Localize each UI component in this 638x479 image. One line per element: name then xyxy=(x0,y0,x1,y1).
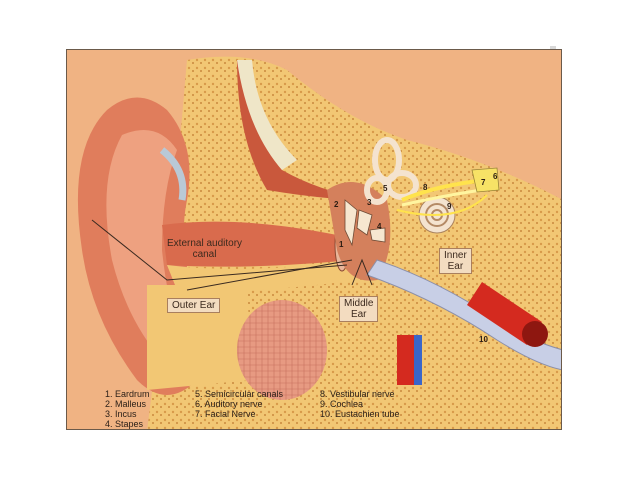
pointer-middle-ear xyxy=(351,258,373,286)
legend-item: 1. Eardrum xyxy=(105,389,150,399)
legend-item: 8. Vestibular nerve xyxy=(320,389,395,399)
label-outer-ear: Outer Ear xyxy=(167,298,221,313)
auricle-cartilage xyxy=(159,147,187,201)
nerve-bundle xyxy=(471,167,500,193)
marker-3: 3 xyxy=(367,198,372,207)
ear-anatomy-illustration xyxy=(67,50,561,429)
artery-lumen xyxy=(522,321,548,347)
marker-10: 10 xyxy=(479,335,488,344)
parotid-gland xyxy=(237,300,327,400)
legend-item: 9. Cochlea xyxy=(320,399,364,409)
marker-6: 6 xyxy=(493,172,498,181)
marker-5: 5 xyxy=(383,184,388,193)
eustachian-tube-shape xyxy=(366,259,561,371)
legend-item: 2. Malleus xyxy=(105,399,147,409)
marker-9: 9 xyxy=(447,202,452,211)
middle-ear-cavity xyxy=(327,182,391,281)
legend-item: 7. Facial Nerve xyxy=(195,409,256,419)
marker-1: 1 xyxy=(339,240,344,249)
pointer-outer-ear xyxy=(91,219,348,281)
incus-shape xyxy=(356,209,373,236)
scalp-fat-layer xyxy=(237,60,297,170)
marker-4: 4 xyxy=(377,222,382,231)
stapes-shape xyxy=(369,227,386,243)
malleus-shape xyxy=(344,199,358,247)
legend-item: 3. Incus xyxy=(105,409,137,419)
marker-8: 8 xyxy=(423,183,428,192)
label-external-canal: External auditory canal xyxy=(167,238,243,260)
label-middle-ear: Middle Ear xyxy=(339,296,379,322)
legend-item: 4. Stapes xyxy=(105,419,144,429)
legend-item: 6. Auditory nerve xyxy=(195,399,263,409)
facial-nerve-shape xyxy=(396,194,488,216)
vein-blue xyxy=(414,335,422,385)
canal-3 xyxy=(364,175,390,205)
pointer-canal xyxy=(186,259,353,291)
jugular-vein xyxy=(397,335,415,385)
legend-column-3: 8. Vestibular nerve 9. Cochlea 10. Eusta… xyxy=(320,389,400,419)
vestibular-nerve-shape xyxy=(401,188,483,207)
ear-anatomy-figure: External auditory canal Outer Ear Middle… xyxy=(66,49,562,430)
legend-item: 10. Eustachien tube xyxy=(320,409,400,419)
legend-column-2: 5. Semicircular canals 6. Auditory nerve… xyxy=(195,389,283,419)
ear-canal xyxy=(162,221,352,267)
legend-column-1: 1. Eardrum 2. Malleus 3. Incus 4. Stapes xyxy=(105,389,150,429)
legend-item: 5. Semicircular canals xyxy=(195,389,284,399)
marker-7: 7 xyxy=(481,178,486,187)
marker-2: 2 xyxy=(334,200,339,209)
label-inner-ear: Inner Ear xyxy=(439,248,472,274)
